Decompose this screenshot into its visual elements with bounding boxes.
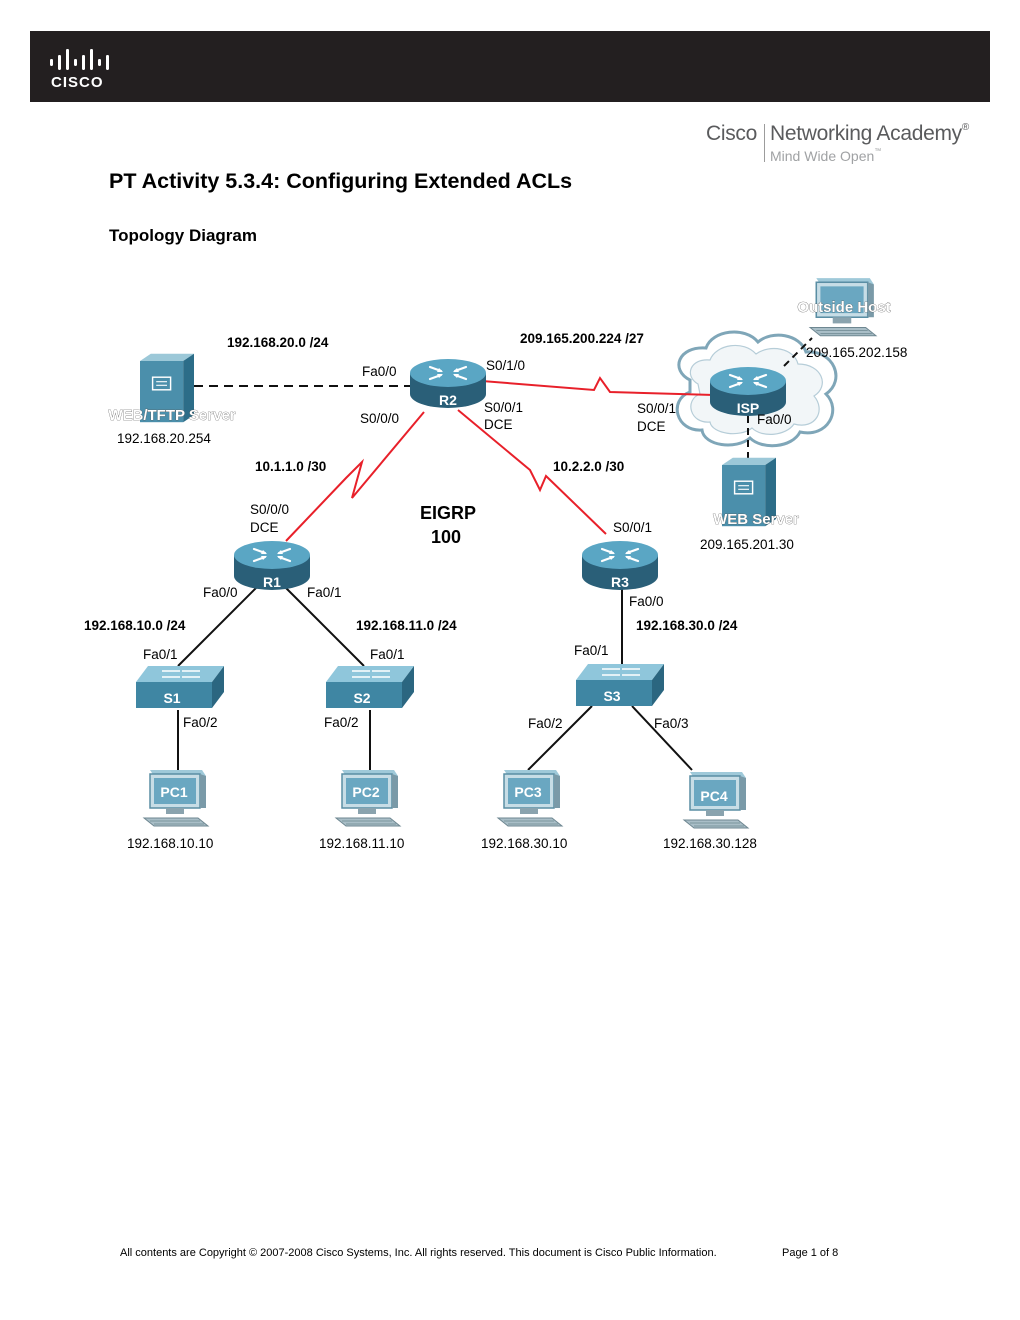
s1-fa01-label: Fa0/1 [143, 647, 178, 662]
router-r3-label: R3 [611, 574, 629, 590]
router-isp-label: ISP [737, 400, 760, 416]
routing-protocol: EIGRP [420, 503, 476, 523]
academy-brand-cisco: Cisco [706, 122, 758, 145]
isp-fa00-label: Fa0/0 [757, 412, 792, 427]
web-server-label: WEB Server [713, 511, 799, 528]
link-r2-r3 [457, 409, 607, 535]
isp-s001-dce-label: DCE [637, 419, 666, 434]
pc-pc1[interactable]: PC1 [143, 770, 209, 827]
switch-s1-label: S1 [163, 690, 180, 706]
router-r2[interactable]: R2 [408, 357, 488, 410]
s3-fa01-label: Fa0/1 [574, 643, 609, 658]
r1-s000-dce-label: DCE [250, 520, 279, 535]
isp-s001-label: S0/0/1 [637, 401, 676, 416]
r1-fa01-label: Fa0/1 [307, 585, 342, 600]
academy-name-text: Networking Academy [770, 122, 962, 145]
s3-fa03-label: Fa0/3 [654, 716, 689, 731]
academy-tagline-text: Mind Wide Open [770, 148, 875, 164]
net-lan-s3: 192.168.30.0 /24 [636, 618, 738, 633]
switch-s3[interactable]: S3 [575, 664, 664, 707]
switch-s1[interactable]: S1 [135, 666, 224, 709]
pc3-address: 192.168.30.10 [481, 836, 567, 851]
cisco-logo-text: CISCO [51, 74, 104, 91]
r2-s001-label: S0/0/1 [484, 400, 523, 415]
router-r3[interactable]: R3 [580, 539, 660, 592]
net-lan-s1: 192.168.10.0 /24 [84, 618, 186, 633]
router-r1-label: R1 [263, 574, 281, 590]
pc-pc3[interactable]: PC3 [497, 770, 563, 827]
switch-s3-label: S3 [603, 688, 620, 704]
switch-s2[interactable]: S2 [325, 666, 414, 709]
r2-s000-label: S0/0/0 [360, 411, 399, 426]
r2-s010-label: S0/1/0 [486, 358, 525, 373]
pc2-address: 192.168.11.10 [319, 836, 404, 851]
s2-fa02-label: Fa0/2 [324, 715, 359, 730]
link-r1-s1 [177, 585, 259, 667]
link-r1-r2 [285, 411, 425, 542]
pc-pc2[interactable]: PC2 [335, 770, 401, 827]
link-isp-outside [783, 337, 813, 367]
r3-fa00-label: Fa0/0 [629, 594, 664, 609]
routing-as-number: 100 [431, 527, 461, 547]
link-r2-isp [481, 376, 715, 396]
r1-s000-label: S0/0/0 [250, 502, 289, 517]
s3-fa02-label: Fa0/2 [528, 716, 563, 731]
links [177, 337, 813, 774]
net-link-r1-r2: 10.1.1.0 /30 [255, 459, 326, 474]
link-s3-pc4 [631, 705, 693, 771]
pc-pc3-label: PC3 [514, 784, 541, 800]
router-isp[interactable]: ISP [708, 365, 788, 418]
pc-outside-host[interactable]: Outside Host [797, 278, 891, 337]
page-number: Page 1 of 8 [782, 1247, 839, 1259]
copyright-notice: All contents are Copyright © 2007-2008 C… [120, 1247, 717, 1259]
trademark-mark: ™ [874, 148, 882, 155]
r1-fa00-label: Fa0/0 [203, 585, 238, 600]
link-r1-s2 [283, 585, 365, 667]
s1-fa02-label: Fa0/2 [183, 715, 218, 730]
r2-s001-dce-label: DCE [484, 417, 513, 432]
net-lan-s2: 192.168.11.0 /24 [356, 618, 457, 633]
page-footer: All contents are Copyright © 2007-2008 C… [120, 1247, 838, 1259]
outside-host-address: 209.165.202.158 [806, 345, 907, 360]
pc-pc4-label: PC4 [700, 788, 727, 804]
net-lan-r2: 192.168.20.0 /24 [227, 335, 329, 350]
pc1-address: 192.168.10.10 [127, 836, 213, 851]
academy-tagline: Mind Wide Open™ [770, 148, 881, 164]
academy-name: Networking Academy® [770, 122, 969, 146]
link-s3-pc3 [527, 705, 593, 771]
router-r1[interactable]: R1 [232, 539, 312, 592]
net-link-r2-r3: 10.2.2.0 /30 [553, 459, 624, 474]
net-wan-isp: 209.165.200.224 /27 [520, 331, 644, 346]
academy-brand: Cisco Networking Academy® Mind Wide Open… [706, 122, 996, 168]
cisco-logo: CISCO [50, 49, 109, 91]
web-tftp-server-label: WEB/TFTP Server [108, 407, 235, 424]
web-server-address: 209.165.201.30 [700, 537, 794, 552]
server-web[interactable]: WEB Server [713, 457, 799, 528]
pc-pc2-label: PC2 [352, 784, 379, 800]
router-r2-label: R2 [439, 392, 457, 408]
pc-pc1-label: PC1 [160, 784, 187, 800]
document-title: PT Activity 5.3.4: Configuring Extended … [109, 169, 573, 193]
outside-host-label: Outside Host [797, 299, 890, 316]
r3-s001-label: S0/0/1 [613, 520, 652, 535]
academy-divider [764, 124, 765, 162]
registered-mark: ® [961, 122, 969, 133]
server-web-tftp[interactable]: WEB/TFTP Server [108, 353, 236, 424]
pc4-address: 192.168.30.128 [663, 836, 757, 851]
r2-fa00-label: Fa0/0 [362, 364, 397, 379]
switch-s2-label: S2 [353, 690, 370, 706]
s2-fa01-label: Fa0/1 [370, 647, 405, 662]
header-banner: CISCO [30, 31, 990, 102]
web-tftp-server-address: 192.168.20.254 [117, 431, 211, 446]
section-heading: Topology Diagram [109, 226, 257, 245]
pc-pc4[interactable]: PC4 [683, 772, 749, 829]
